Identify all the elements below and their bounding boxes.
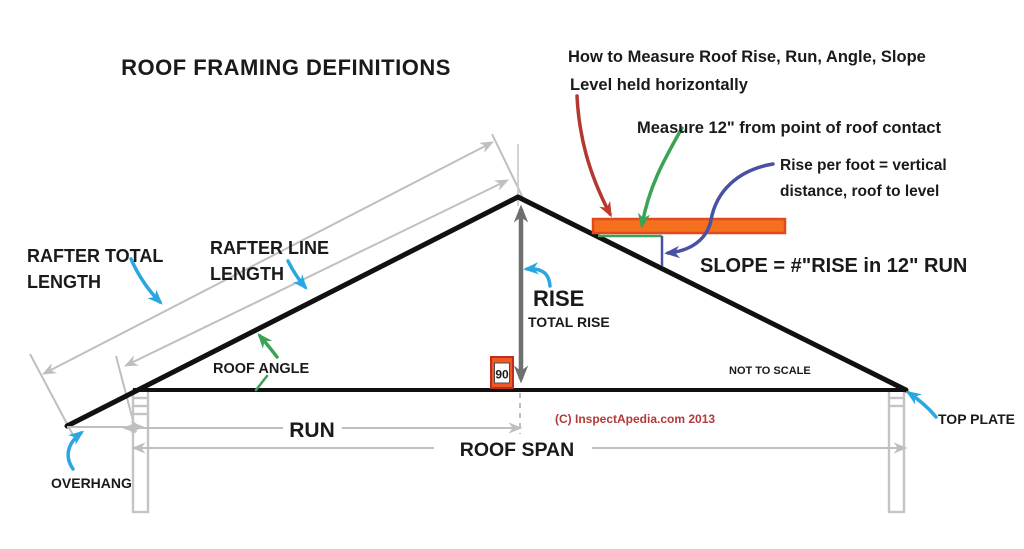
- rafter-line-length-label-line2: LENGTH: [210, 264, 284, 284]
- roof-span-label: ROOF SPAN: [460, 439, 574, 461]
- house-frame: [64, 194, 909, 514]
- top-plate-arrow: [905, 390, 938, 419]
- rise-per-foot-measure: [598, 234, 664, 266]
- rise-label: RISE: [533, 286, 584, 311]
- right-angle-label-plate: [494, 362, 510, 384]
- howto-note-line1: How to Measure Roof Rise, Run, Angle, Sl…: [568, 48, 926, 66]
- right-angle-value: 90: [495, 368, 509, 382]
- rise-per-foot-note-line2: distance, roof to level: [780, 183, 939, 200]
- not-to-scale-label: NOT TO SCALE: [729, 365, 811, 377]
- howto-note-line2: Level held horizontally: [570, 76, 749, 94]
- overhang-arrow: [66, 430, 85, 471]
- annotation-arrows: [66, 94, 938, 471]
- level-bar: [591, 217, 787, 235]
- right-angle-marker: 90: [490, 356, 514, 389]
- overhang-label: OVERHANG: [51, 475, 132, 491]
- level-held-arrow: [575, 94, 612, 218]
- rafter-line-length-dimension-line: [123, 179, 510, 367]
- left-rafter-line: [64, 194, 521, 429]
- rafter-dimension-lines: [29, 133, 524, 438]
- rafter-total-length-arrow: [129, 257, 163, 305]
- rise-per-foot-arrow: [664, 162, 775, 259]
- total-rise-label: TOTAL RISE: [528, 314, 610, 330]
- roof-angle-tick: [254, 374, 269, 392]
- slope-formula: SLOPE = #"RISE in 12" RUN: [700, 255, 967, 277]
- left-wall-stud: [131, 388, 150, 514]
- roof-angle-label: ROOF ANGLE: [213, 361, 309, 377]
- rafter-line-length-arrow: [286, 259, 308, 290]
- run-label: RUN: [289, 419, 335, 442]
- roof-angle-arrow: [257, 333, 279, 359]
- page-title: ROOF FRAMING DEFINITIONS: [121, 55, 451, 80]
- rafter-total-length-label-line2: LENGTH: [27, 272, 101, 292]
- rafter-total-length-label-line1: RAFTER TOTAL: [27, 246, 163, 266]
- horizontal-dimensions: [67, 393, 908, 454]
- rafter-line-length-label-line1: RAFTER LINE: [210, 238, 329, 258]
- rise-arrow: [523, 262, 552, 288]
- rise-per-foot-note-line1: Rise per foot = vertical: [780, 157, 947, 174]
- left-wall: [131, 388, 150, 514]
- right-wall-stud: [887, 388, 906, 514]
- dimension-tick-overhang-tip: [29, 353, 75, 438]
- measure-12-note: Measure 12" from point of roof contact: [637, 119, 941, 137]
- copyright-watermark: (C) InspectApedia.com 2013: [555, 412, 715, 426]
- top-plate-label: TOP PLATE: [938, 411, 1015, 427]
- measure-12-arrow: [637, 126, 684, 229]
- right-rafter-line: [515, 194, 909, 393]
- right-wall: [887, 388, 906, 514]
